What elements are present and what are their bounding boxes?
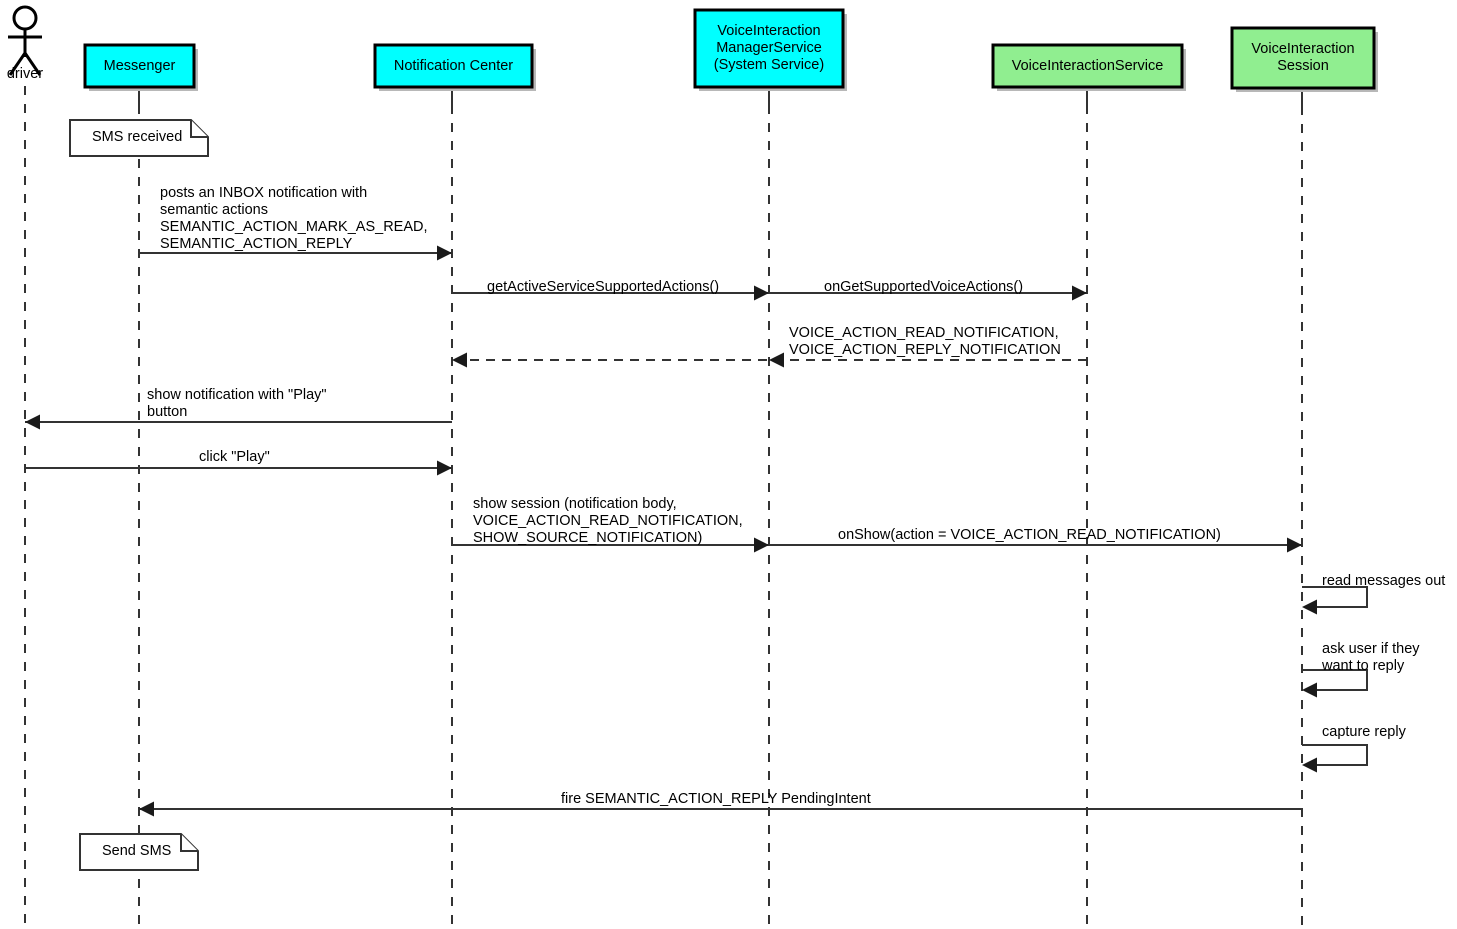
message-label-msg-post-inbox-notification: posts an INBOX notification with semanti… [160, 185, 428, 252]
arrow-head-msg-show-session [754, 537, 769, 553]
message-label-msg-show-session: show session (notification body, VOICE_A… [473, 496, 743, 546]
notes-group [69, 119, 209, 871]
self-call-label-self-ask-user-reply: ask user if they want to reply [1322, 641, 1420, 674]
message-label-msg-return-supported-voice-actions: VOICE_ACTION_READ_NOTIFICATION, VOICE_AC… [789, 325, 1061, 358]
actor-leg-left-driver [8, 52, 27, 76]
arrow-head-mid-msg-return-supported-voice-actions [769, 352, 784, 368]
arrow-head-msg-show-notification-play [25, 414, 40, 430]
message-label-msg-fire-reply-pendingintent: fire SEMANTIC_ACTION_REPLY PendingIntent [561, 791, 871, 807]
message-label-msg-on-show: onShow(action = VOICE_ACTION_READ_NOTIFI… [838, 527, 1221, 543]
self-call-path-self-read-messages-out[interactable] [1302, 586, 1368, 608]
message-label-msg-get-active-service-supported-actions: getActiveServiceSupportedActions() [487, 279, 720, 295]
message-label-msg-click-play: click "Play" [199, 449, 270, 465]
participant-boxes-group [83, 8, 1378, 92]
arrow-head-msg-on-get-supported-voice-actions [1072, 285, 1087, 301]
message-label-msg-show-notification-play: show notification with "Play" button [147, 387, 327, 420]
participant-box-voiceinteraction-session[interactable] [1230, 26, 1376, 90]
arrow-head-self-ask-user-reply [1302, 682, 1317, 698]
actors-group [8, 5, 42, 76]
participant-box-messenger[interactable] [83, 43, 196, 89]
note-body-note-send-sms [79, 833, 199, 871]
actor-head-driver [12, 5, 38, 31]
messages-group [25, 245, 1302, 817]
note-label-note-send-sms: Send SMS [102, 843, 172, 859]
arrow-head-msg-fire-reply-pendingintent [139, 801, 154, 817]
participant-box-voiceinteractionservice[interactable] [991, 43, 1184, 89]
actor-label-driver: driver [6, 66, 44, 82]
note-label-note-sms-received: SMS received [92, 129, 183, 145]
arrow-head-self-capture-reply [1302, 757, 1317, 773]
self-call-label-self-read-messages-out: read messages out [1322, 573, 1446, 589]
actor-leg-right-driver [23, 52, 42, 76]
arrow-head-msg-on-show [1287, 537, 1302, 553]
arrow-head-msg-return-supported-voice-actions [452, 352, 467, 368]
note-body-note-sms-received [69, 119, 209, 157]
self-calls-group [1302, 586, 1368, 773]
arrow-head-msg-post-inbox-notification [437, 245, 452, 261]
participant-box-notification-center[interactable] [373, 43, 534, 89]
arrow-head-self-read-messages-out [1302, 599, 1317, 615]
arrow-head-msg-get-active-service-supported-actions [754, 285, 769, 301]
self-call-label-self-capture-reply: capture reply [1322, 724, 1406, 740]
note-fold-note-sms-received [190, 120, 208, 138]
lifelines-group [24, 86, 1303, 929]
self-call-path-self-ask-user-reply[interactable] [1302, 669, 1368, 691]
note-fold-note-send-sms [180, 834, 198, 852]
arrow-head-msg-click-play [437, 460, 452, 476]
participant-box-voiceinteraction-managerservice[interactable] [693, 8, 845, 89]
message-label-msg-on-get-supported-voice-actions: onGetSupportedVoiceActions() [824, 279, 1024, 295]
self-call-path-self-capture-reply[interactable] [1302, 744, 1368, 766]
